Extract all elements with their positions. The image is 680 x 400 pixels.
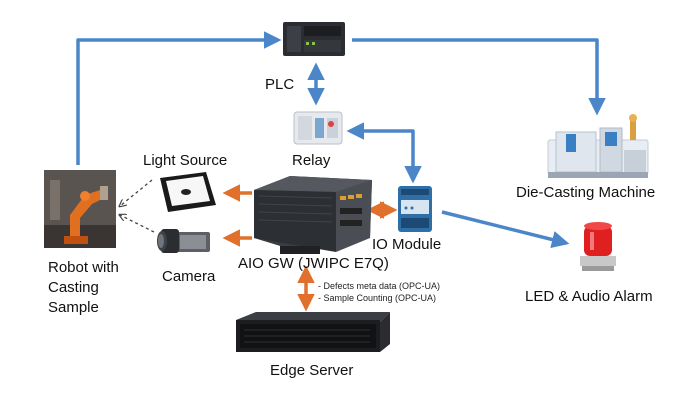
plc-device-icon <box>283 22 345 56</box>
rack-server-icon <box>236 312 390 352</box>
aio-gw-label: AIO GW (JWIPC E7Q) <box>238 255 389 272</box>
industrial-pc-icon <box>254 176 372 254</box>
relay-icon <box>293 111 343 145</box>
industrial-camera-icon <box>157 229 210 253</box>
orange-connectors <box>222 184 398 312</box>
alarm-label: LED & Audio Alarm <box>525 288 653 305</box>
io-module-label: IO Module <box>372 236 442 253</box>
link-plc-diecasting <box>352 38 606 116</box>
robot-label: Robot with Casting Sample <box>48 259 119 316</box>
die-casting-label: Die-Casting Machine <box>516 184 656 201</box>
blue-connectors <box>76 31 606 249</box>
light-source-label: Light Source <box>143 152 228 169</box>
io-module-icon <box>398 186 432 232</box>
link-io-alarm <box>441 210 570 249</box>
note-defects-meta: - Defects meta data (OPC-UA) <box>318 281 441 291</box>
link-relay-io <box>346 122 422 184</box>
link-robot-plc <box>76 31 282 165</box>
relay-label: Relay <box>292 152 331 169</box>
camera-label: Camera <box>162 268 216 285</box>
link-light-robot <box>120 179 153 206</box>
note-sample-counting: - Sample Counting (OPC-UA) <box>318 293 437 303</box>
light-source-icon <box>160 172 216 212</box>
robot-arm-icon <box>44 170 116 248</box>
plc-label: PLC <box>265 76 295 93</box>
edge-server-label: Edge Server <box>270 362 354 379</box>
die-casting-machine-icon <box>547 114 649 178</box>
dashed-connectors <box>120 179 155 233</box>
alarm-beacon-icon <box>580 222 616 271</box>
link-camera-robot <box>120 215 155 233</box>
